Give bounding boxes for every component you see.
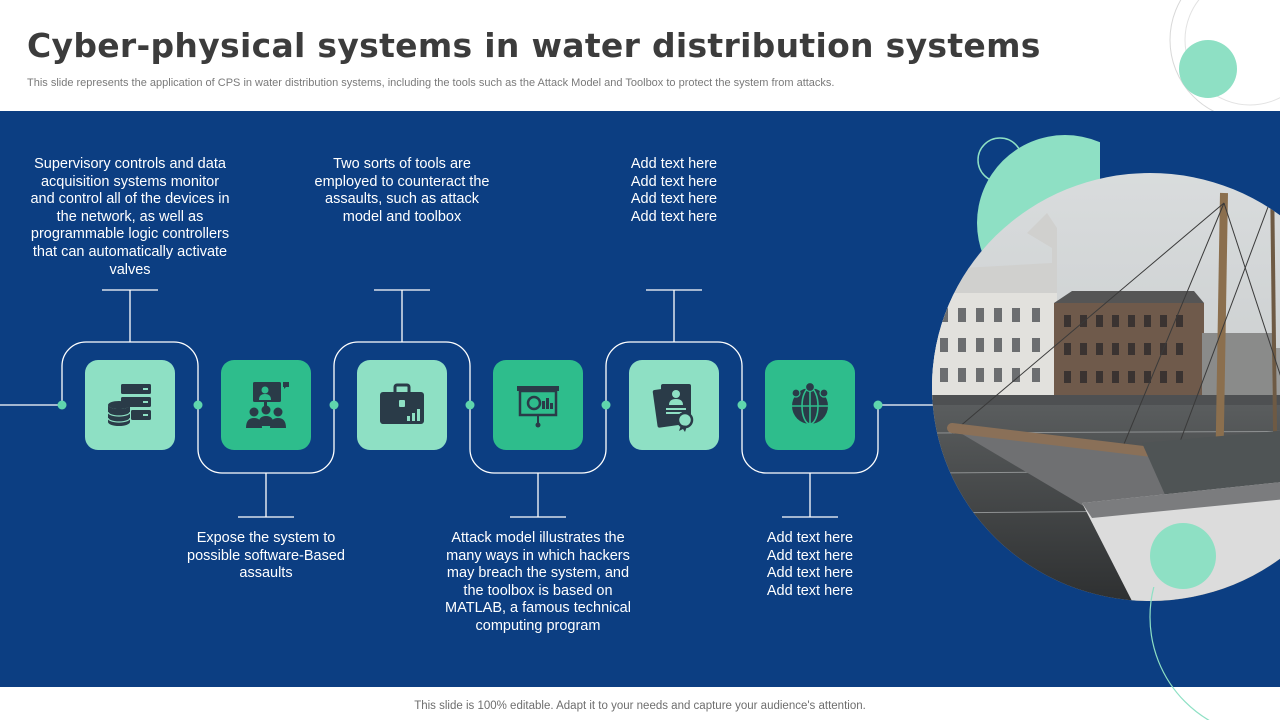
- slide-title: Cyber-physical systems in water distribu…: [27, 26, 1041, 65]
- step-2-text: Expose the system to possible software-B…: [187, 530, 345, 582]
- step-4-text: Attack model illustrates the many ways i…: [445, 530, 631, 634]
- decorative-circle-small: [1150, 523, 1216, 589]
- step-1-text: Supervisory controls and data acquisitio…: [30, 156, 230, 278]
- decorative-arc-bottom-right: [1149, 587, 1210, 720]
- step-5-text: Add text here Add text here Add text her…: [630, 156, 718, 225]
- certificate-document-icon: [652, 384, 694, 432]
- projector-screen-icon: [517, 386, 559, 428]
- presentation-audience-icon: [246, 382, 289, 428]
- content-band: Supervisory controls and data acquisitio…: [0, 111, 1280, 687]
- decorative-circles-top-right: [1169, 0, 1280, 111]
- slide-subtitle: This slide represents the application of…: [27, 77, 835, 89]
- database-server-icon: [107, 384, 151, 426]
- footer-note: This slide is 100% editable. Adapt it to…: [414, 700, 866, 712]
- step-1-tile: [85, 360, 175, 450]
- briefcase-chart-icon: [380, 383, 424, 424]
- step-3-tile: [357, 360, 447, 450]
- step-3-text: Two sorts of tools are employed to count…: [314, 156, 490, 225]
- step-2-tile: [221, 360, 311, 450]
- step-6-tile: [765, 360, 855, 450]
- global-team-icon: [791, 381, 829, 425]
- step-6-text: Add text here Add text here Add text her…: [766, 530, 854, 599]
- step-4-tile: [493, 360, 583, 450]
- timeline-connector: [0, 289, 935, 518]
- step-5-tile: [629, 360, 719, 450]
